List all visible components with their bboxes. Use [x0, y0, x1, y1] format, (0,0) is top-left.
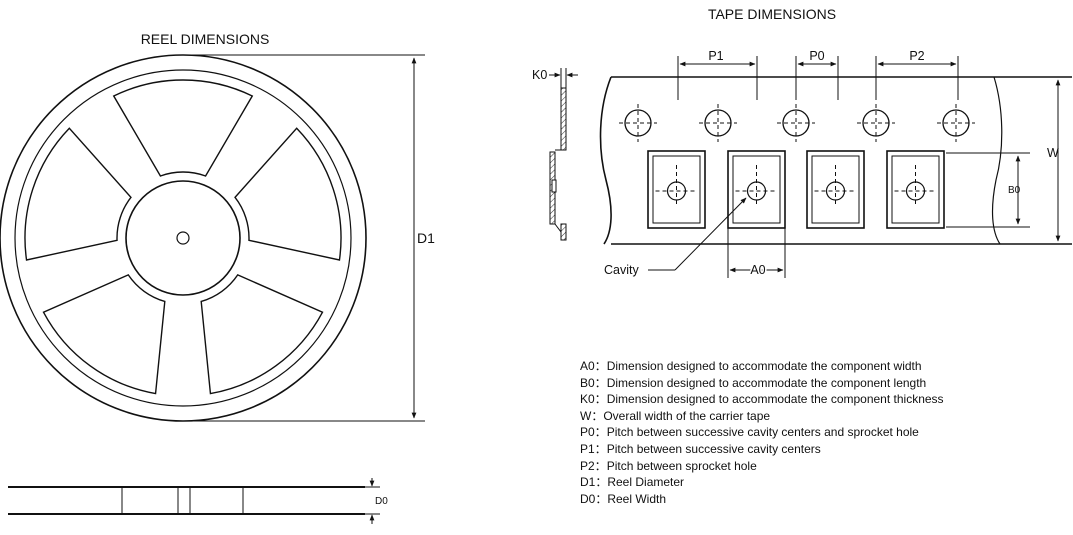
d0-label: D0 — [375, 496, 388, 507]
legend-text: Reel Diameter — [607, 475, 685, 490]
reel-window — [42, 274, 166, 395]
p0-label: P0 — [809, 49, 824, 63]
reel-arbor-hole — [176, 231, 190, 245]
reel-front-view — [0, 54, 367, 422]
sprocket-hole — [777, 104, 815, 142]
cavity-label: Cavity — [604, 263, 639, 277]
cavity-pocket — [806, 150, 865, 229]
legend-text: Pitch between sprocket hole — [606, 458, 757, 473]
sprocket-hole — [937, 104, 975, 142]
reel-title: REEL DIMENSIONS — [141, 31, 270, 47]
d0-dimension — [365, 478, 380, 524]
cavity-leader — [648, 197, 747, 271]
legend-key: B0： — [580, 375, 607, 390]
b0-dimension — [946, 152, 1030, 228]
legend-key: P2： — [580, 458, 607, 473]
d1-label: D1 — [417, 230, 435, 246]
cavities — [647, 150, 945, 229]
legend-item: D1：Reel Diameter — [580, 474, 944, 491]
reel-hub — [125, 180, 241, 296]
legend-text: Dimension designed to accommodate the co… — [606, 359, 922, 373]
legend-key: A0： — [580, 359, 607, 373]
b0-label: B0 — [1008, 185, 1021, 196]
legend-text: Reel Width — [607, 491, 667, 506]
a0-dimension — [727, 228, 786, 278]
reel-window — [112, 79, 254, 177]
sprocket-holes — [619, 104, 975, 142]
reel-window — [234, 127, 342, 261]
carrier-tape — [599, 76, 1072, 245]
cavity-pocket — [886, 150, 945, 229]
legend-item: P0：Pitch between successive cavity cente… — [580, 424, 944, 441]
legend-text: Dimension designed to accommodate the co… — [606, 375, 927, 390]
reel-inner-rim — [14, 69, 352, 407]
legend-item: A0：Dimension designed to accommodate the… — [580, 358, 944, 375]
legend-key: D0： — [580, 491, 608, 506]
tape-title: TAPE DIMENSIONS — [708, 6, 836, 22]
legend-item: P2：Pitch between sprocket hole — [580, 458, 944, 475]
legend-text: Dimension designed to accommodate the co… — [606, 392, 944, 407]
reel-window — [200, 274, 324, 395]
legend-item: W：Overall width of the carrier tape — [580, 408, 944, 425]
legend-text: Pitch between successive cavity centers — [606, 441, 821, 456]
w-label: W — [1047, 146, 1059, 160]
sprocket-hole — [699, 104, 737, 142]
legend-key: W： — [580, 408, 604, 423]
reel-window — [24, 127, 132, 261]
k0-profile — [549, 68, 578, 241]
reel-windows — [24, 79, 342, 395]
p2-label: P2 — [909, 49, 924, 63]
legend-key: P1： — [580, 441, 607, 456]
p1-label: P1 — [708, 49, 723, 63]
legend-text: Pitch between successive cavity centers … — [606, 425, 919, 440]
sprocket-hole — [619, 104, 657, 142]
legend-key: K0： — [580, 392, 607, 407]
pitch-dimensions — [677, 56, 959, 100]
d1-dimension — [192, 54, 425, 422]
legend-key: D1： — [580, 475, 608, 490]
legend-item: P1：Pitch between successive cavity cente… — [580, 441, 944, 458]
a0-label: A0 — [750, 263, 765, 277]
sprocket-hole — [857, 104, 895, 142]
legend-item: B0：Dimension designed to accommodate the… — [580, 375, 944, 392]
dimension-legend: A0：Dimension designed to accommodate the… — [580, 358, 944, 507]
reel-outer-rim — [0, 54, 367, 422]
cavity-pocket — [647, 150, 706, 229]
w-dimension — [1000, 76, 1072, 245]
legend-text: Overall width of the carrier tape — [603, 408, 771, 423]
legend-item: D0：Reel Width — [580, 491, 944, 508]
cavity-pocket — [727, 150, 786, 229]
reel-side-view — [8, 486, 365, 515]
k0-label: K0 — [532, 68, 547, 82]
legend-item: K0：Dimension designed to accommodate the… — [580, 391, 944, 408]
legend-key: P0： — [580, 425, 607, 440]
